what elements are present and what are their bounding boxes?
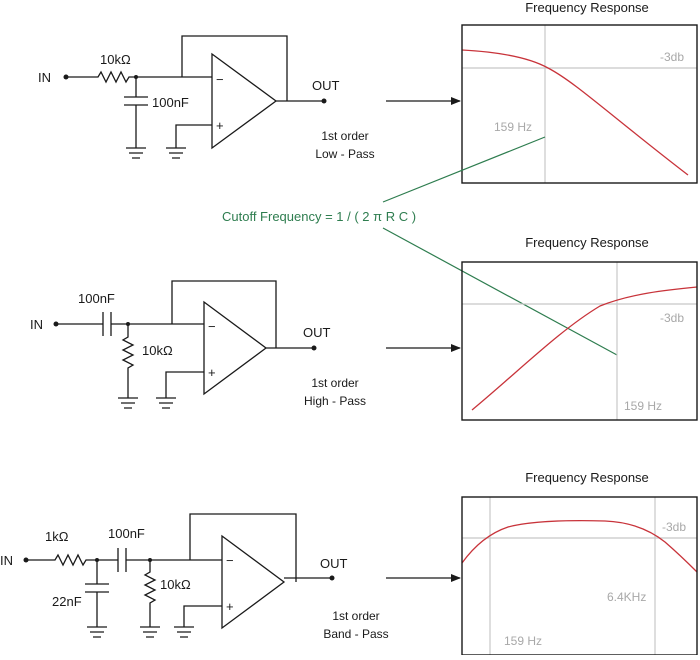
bandpass-in-label: IN bbox=[0, 553, 13, 568]
bandpass-opamp-plus: + bbox=[226, 599, 234, 614]
cutoff-pointer-highpass bbox=[382, 227, 618, 356]
bandpass-opamp-icon bbox=[221, 534, 286, 630]
bandpass-out-label: OUT bbox=[320, 556, 348, 571]
lowpass-circuit: IN 10kΩ 100nF − + OUT 1st order Low - Pa… bbox=[38, 35, 461, 161]
lowpass-3db-label: -3db bbox=[660, 50, 684, 64]
lowpass-type-line1: 1st order bbox=[321, 129, 368, 143]
bandpass-capacitor2-label: 100nF bbox=[108, 526, 145, 541]
highpass-resistor-icon bbox=[121, 324, 135, 398]
highpass-opamp-minus: − bbox=[208, 319, 216, 334]
bandpass-ground2-icon bbox=[140, 626, 160, 638]
highpass-out-label: OUT bbox=[303, 325, 331, 340]
bandpass-freq-label-high: 6.4KHz bbox=[607, 590, 646, 604]
highpass-in-label: IN bbox=[30, 317, 43, 332]
lowpass-response-graph: Frequency Response -3db 159 Hz bbox=[461, 0, 698, 184]
highpass-feedback-wire bbox=[171, 280, 277, 348]
highpass-opamp-icon bbox=[203, 300, 268, 396]
bandpass-resistor2-icon bbox=[143, 560, 157, 627]
lowpass-opamp-icon bbox=[211, 52, 278, 150]
lowpass-in-label: IN bbox=[38, 70, 51, 85]
lowpass-plus-ground-icon bbox=[166, 124, 212, 159]
bandpass-response-curve bbox=[461, 520, 698, 573]
highpass-capacitor-label: 100nF bbox=[78, 291, 115, 306]
highpass-type-line1: 1st order bbox=[311, 376, 358, 390]
lowpass-out-terminal bbox=[321, 98, 327, 104]
highpass-type-line2: High - Pass bbox=[304, 394, 366, 408]
lowpass-type-line2: Low - Pass bbox=[315, 147, 374, 161]
bandpass-resistor2-label: 10kΩ bbox=[160, 577, 191, 592]
highpass-circuit: IN 100nF 10kΩ − + OUT 1st order High - P… bbox=[30, 280, 461, 409]
lowpass-graph-frame bbox=[461, 24, 698, 184]
lowpass-response-curve bbox=[461, 49, 689, 176]
lowpass-freq-label: 159 Hz bbox=[494, 120, 532, 134]
highpass-freq-label: 159 Hz bbox=[624, 399, 662, 413]
lowpass-graph-title: Frequency Response bbox=[525, 0, 649, 15]
bandpass-type-line1: 1st order bbox=[332, 609, 379, 623]
bandpass-graph-title: Frequency Response bbox=[525, 470, 649, 485]
lowpass-capacitor-icon bbox=[124, 77, 148, 148]
highpass-response-graph: Frequency Response -3db 159 Hz bbox=[461, 235, 698, 421]
bandpass-plus-ground-icon bbox=[174, 605, 222, 638]
lowpass-feedback-wire bbox=[181, 35, 288, 101]
bandpass-capacitor1-label: 22nF bbox=[52, 594, 82, 609]
bandpass-3db-label: -3db bbox=[662, 520, 686, 534]
bandpass-resistor1-icon bbox=[26, 548, 222, 572]
highpass-plus-ground-icon bbox=[156, 371, 204, 409]
bandpass-ground1-icon bbox=[87, 626, 107, 638]
bandpass-opamp-minus: − bbox=[226, 553, 234, 568]
lowpass-resistor-label: 10kΩ bbox=[100, 52, 131, 67]
bandpass-type-line2: Band - Pass bbox=[323, 627, 388, 641]
bandpass-response-graph: Frequency Response -3db 159 Hz 6.4KHz bbox=[461, 470, 698, 656]
bandpass-freq-label-low: 159 Hz bbox=[504, 634, 542, 648]
cutoff-formula: Cutoff Frequency = 1 / ( 2 π R C ) bbox=[222, 209, 416, 224]
highpass-response-curve bbox=[471, 286, 698, 411]
highpass-resistor-label: 10kΩ bbox=[142, 343, 173, 358]
highpass-opamp-plus: + bbox=[208, 365, 216, 380]
bandpass-capacitor1-icon bbox=[85, 560, 109, 627]
highpass-graph-frame bbox=[461, 261, 698, 421]
cutoff-annotation: Cutoff Frequency = 1 / ( 2 π R C ) bbox=[222, 136, 618, 356]
lowpass-node bbox=[134, 75, 138, 79]
lowpass-ground-icon bbox=[126, 147, 146, 159]
lowpass-resistor-icon bbox=[66, 70, 212, 84]
bandpass-feedback-wire bbox=[189, 513, 297, 582]
bandpass-out-terminal bbox=[329, 575, 335, 581]
lowpass-opamp-minus: − bbox=[216, 72, 224, 87]
highpass-out-terminal bbox=[311, 345, 317, 351]
highpass-capacitor-icon bbox=[56, 312, 204, 336]
lowpass-capacitor-label: 100nF bbox=[152, 95, 189, 110]
lowpass-opamp-plus: + bbox=[216, 118, 224, 133]
highpass-3db-label: -3db bbox=[660, 311, 684, 325]
bandpass-circuit: IN 1kΩ 100nF 22nF 10kΩ − + OUT 1st order… bbox=[0, 513, 461, 641]
highpass-ground-icon bbox=[118, 397, 138, 409]
lowpass-out-label: OUT bbox=[312, 78, 340, 93]
bandpass-resistor1-label: 1kΩ bbox=[45, 529, 69, 544]
highpass-graph-title: Frequency Response bbox=[525, 235, 649, 250]
cutoff-pointer-lowpass bbox=[382, 136, 546, 203]
